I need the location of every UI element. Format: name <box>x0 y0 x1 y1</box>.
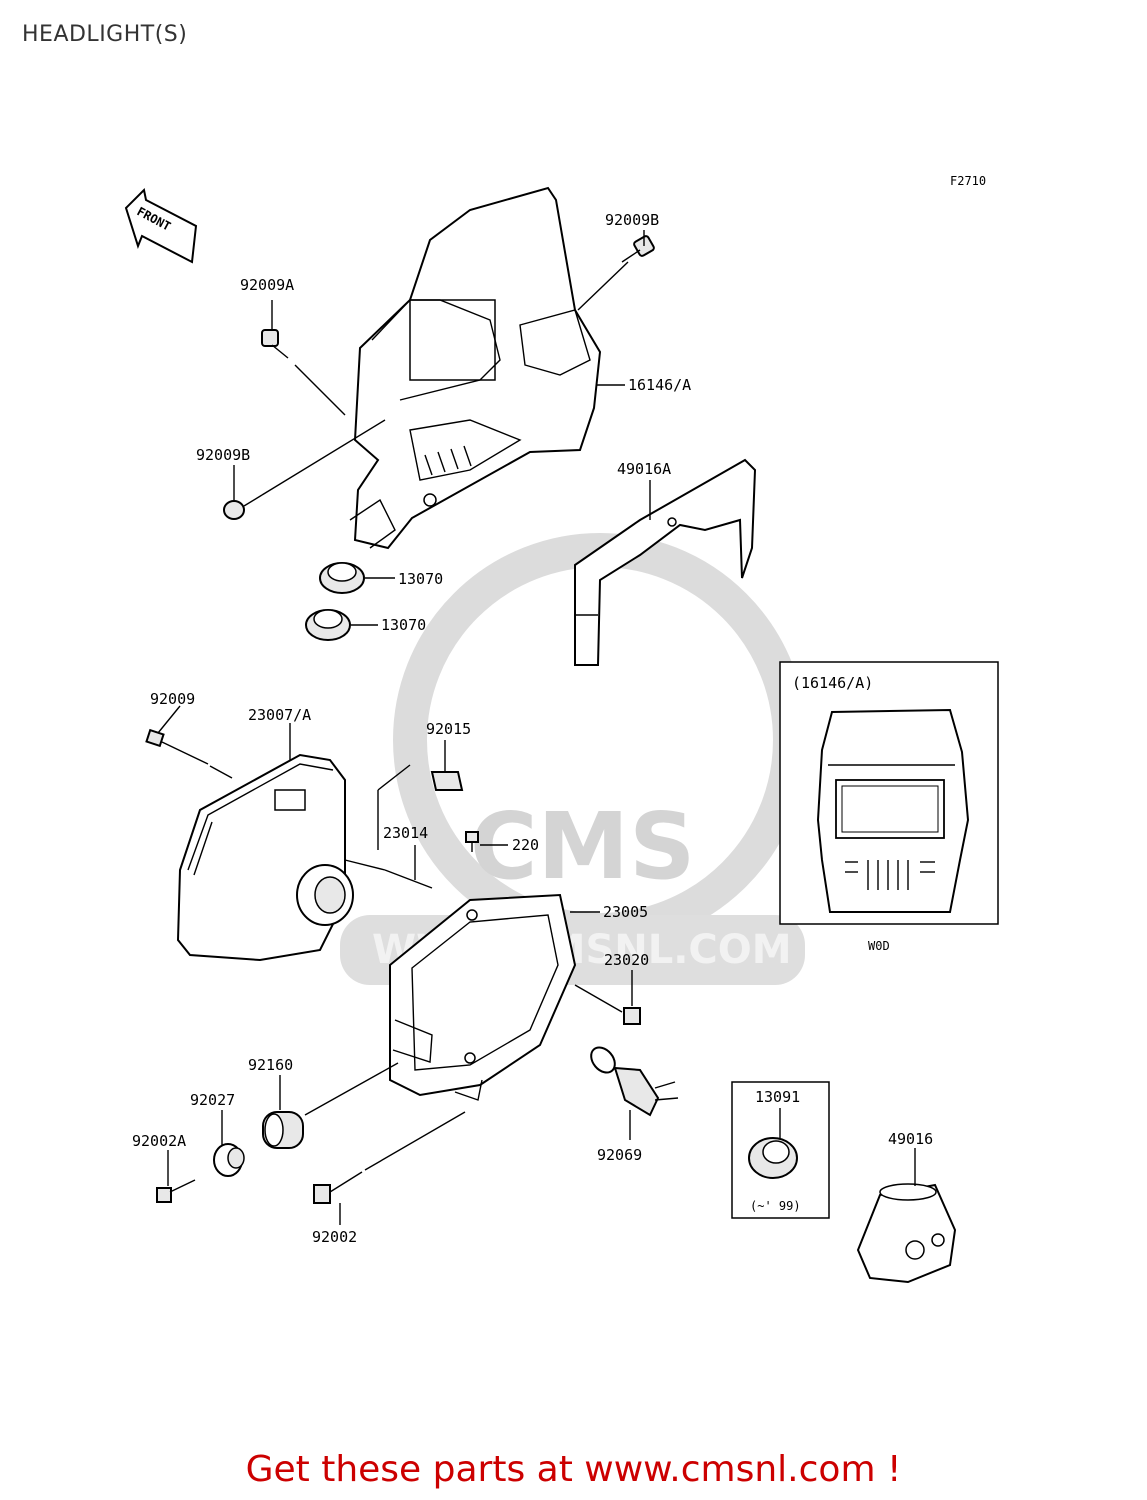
callout-23007a: 23007/A <box>248 706 311 724</box>
callout-13091-note: (~' 99) <box>750 1199 801 1213</box>
callout-92069: 92069 <box>597 1146 642 1164</box>
headlight-unit-part <box>176 753 354 962</box>
bulb-92069-part <box>590 1046 679 1117</box>
screw-92009-part <box>145 728 209 765</box>
bolt-92009b-mid-part <box>223 494 263 520</box>
callout-92009b-mid: 92009B <box>196 446 250 464</box>
adjuster-23014-part <box>384 869 433 889</box>
inset-title: (16146/A) <box>792 674 873 692</box>
boot-13091-part <box>748 1137 798 1179</box>
cta-link[interactable]: Get these parts at www.cmsnl.com ! <box>245 1449 902 1490</box>
callout-92002: 92002 <box>312 1228 357 1246</box>
bolt-92002-part <box>313 1171 363 1204</box>
callout-92002a: 92002A <box>132 1132 186 1150</box>
callout-13070-lower: 13070 <box>381 616 426 634</box>
callout-23014: 23014 <box>383 824 428 842</box>
callout-92027: 92027 <box>190 1091 235 1109</box>
callout-13091: 13091 <box>755 1088 800 1106</box>
callout-49016: 49016 <box>888 1130 933 1148</box>
bolt-92009a-part <box>261 329 289 359</box>
page-title: HEADLIGHT(S) <box>22 22 188 47</box>
inset-w0d: (16146/A) W0D <box>779 661 999 953</box>
callout-92009a: 92009A <box>240 276 294 294</box>
housing-23005-part <box>389 893 577 1101</box>
screw-220-part <box>465 831 479 852</box>
callout-13070-upper: 13070 <box>398 570 443 588</box>
callout-92009: 92009 <box>150 690 195 708</box>
grommet-92160-part <box>262 1111 304 1149</box>
watermark-brand: CMS <box>470 793 695 900</box>
clip-92015-part <box>430 771 464 791</box>
callout-92015: 92015 <box>426 720 471 738</box>
callout-23005: 23005 <box>603 903 648 921</box>
boot-13091-box: 13091 (~' 99) <box>731 1081 830 1219</box>
cover-49016-part <box>856 1183 957 1284</box>
collar-92027-part <box>213 1143 245 1177</box>
front-arrow-icon: FRONT <box>124 187 198 264</box>
inset-cover-part <box>816 708 970 913</box>
callout-92160: 92160 <box>248 1056 293 1074</box>
nut-23020-part <box>623 1007 641 1025</box>
callout-220: 220 <box>512 836 539 854</box>
bracket-49016a-part <box>574 458 757 666</box>
callout-16146a: 16146/A <box>628 376 691 394</box>
inset-caption: W0D <box>868 939 890 953</box>
callout-92009b-top: 92009B <box>605 211 659 229</box>
bolt-92009b-top-part <box>621 235 655 263</box>
callout-49016a: 49016A <box>617 460 671 478</box>
grommet-13070-upper-part <box>319 562 365 594</box>
bolt-92002a-part <box>156 1179 196 1203</box>
figure-code: F2710 <box>950 174 986 188</box>
headlight-cover-part <box>349 186 602 550</box>
callout-23020: 23020 <box>604 951 649 969</box>
grommet-13070-lower-part <box>305 609 351 641</box>
